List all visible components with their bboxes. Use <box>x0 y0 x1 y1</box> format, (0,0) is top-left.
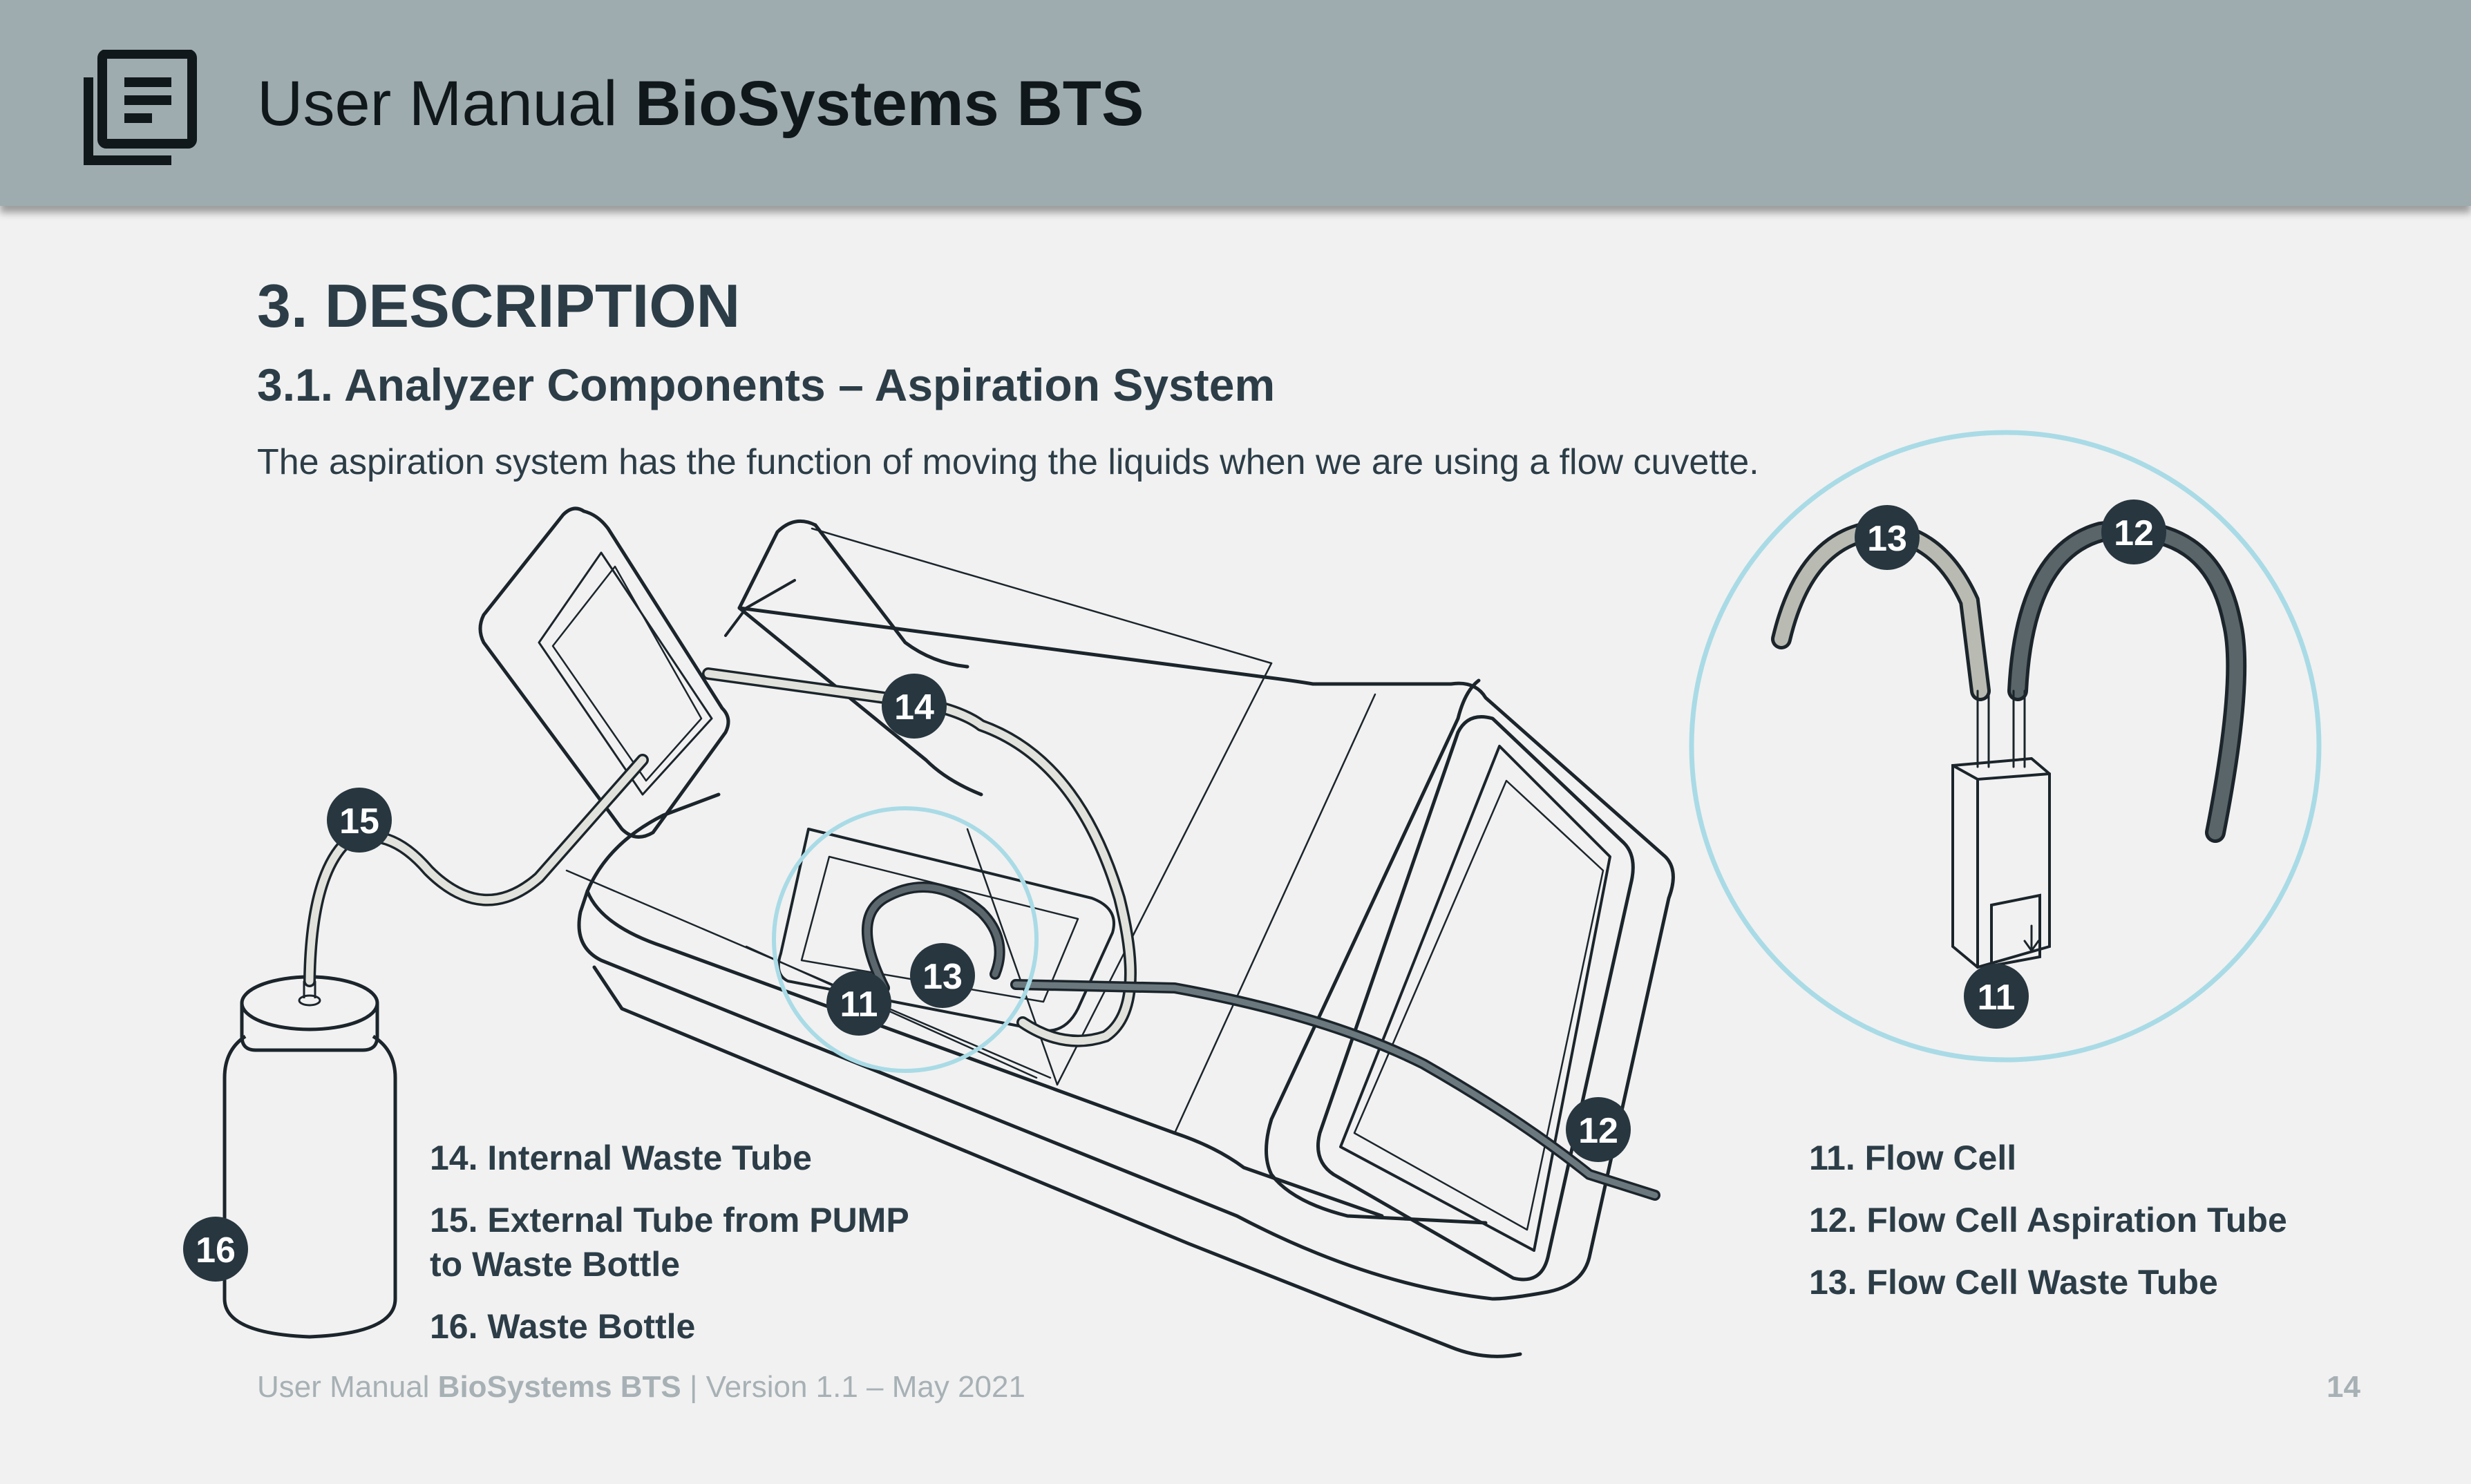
section-body: The aspiration system has the function o… <box>257 442 1759 482</box>
waste-bottle <box>223 975 397 1339</box>
svg-text:11: 11 <box>840 984 878 1025</box>
svg-text:13: 13 <box>1867 519 1907 559</box>
svg-text:12: 12 <box>1578 1111 1618 1151</box>
flow-cell-detail <box>1771 520 2247 969</box>
tray-detail-circle <box>772 806 1039 1073</box>
callout-11-detail: 11 <box>1964 964 2029 1029</box>
callout-13-tray: 13 <box>910 943 975 1008</box>
callout-15: 15 <box>327 788 392 853</box>
legend-item-11: 11. Flow Cell <box>1809 1139 2017 1177</box>
svg-text:15: 15 <box>339 801 379 841</box>
footer-prefix: User Manual <box>257 1370 438 1404</box>
page-number: 14 <box>2327 1370 2360 1404</box>
callout-12-detail: 12 <box>2101 500 2166 564</box>
section-title: 3. DESCRIPTION <box>257 272 741 340</box>
header-title: User Manual BioSystems BTS <box>257 62 1144 145</box>
legend-item-16: 16. Waste Bottle <box>430 1307 696 1346</box>
callout-11-tray: 11 <box>826 971 891 1036</box>
callout-14: 14 <box>882 674 947 739</box>
tubes <box>303 667 1660 1201</box>
legend-item-15-cont: to Waste Bottle <box>430 1245 681 1284</box>
analyzer-body <box>577 519 1675 1358</box>
analyzer-lid <box>478 506 796 839</box>
svg-text:16: 16 <box>196 1230 236 1271</box>
svg-text:14: 14 <box>894 687 934 727</box>
analyzer-screen <box>1316 715 1635 1282</box>
svg-text:11: 11 <box>1978 978 2016 1018</box>
header-title-bold: BioSystems BTS <box>635 68 1144 139</box>
document-icon <box>84 50 197 165</box>
callout-12-body: 12 <box>1566 1097 1631 1162</box>
legend-item-12: 12. Flow Cell Aspiration Tube <box>1809 1201 2287 1239</box>
footer-brand: BioSystems BTS <box>437 1370 681 1404</box>
legend-right: 11. Flow Cell 12. Flow Cell Aspiration T… <box>1809 1136 2287 1322</box>
footer-version: | Version 1.1 – May 2021 <box>681 1370 1025 1404</box>
svg-text:12: 12 <box>2114 513 2154 553</box>
callout-13-detail: 13 <box>1855 505 1920 570</box>
svg-text:13: 13 <box>922 957 963 997</box>
callout-badges: 14 15 16 11 13 12 13 12 11 <box>183 500 2166 1282</box>
flow-cell-detail-circle <box>1689 430 2322 1063</box>
section-subtitle: 3.1. Analyzer Components – Aspiration Sy… <box>257 359 1276 410</box>
legend-item-15: 15. External Tube from PUMP <box>430 1201 909 1239</box>
legend-item-14: 14. Internal Waste Tube <box>430 1139 812 1177</box>
callout-16: 16 <box>183 1217 248 1282</box>
page-header: User Manual BioSystems BTS <box>0 0 2471 206</box>
legend-item-13: 13. Flow Cell Waste Tube <box>1809 1263 2218 1302</box>
analyzer-body-lines <box>565 527 1376 1134</box>
legend-left: 14. Internal Waste Tube 15. External Tub… <box>430 1136 909 1367</box>
page-footer: User Manual BioSystems BTS | Version 1.1… <box>257 1365 1025 1409</box>
header-title-light: User Manual <box>257 68 636 139</box>
